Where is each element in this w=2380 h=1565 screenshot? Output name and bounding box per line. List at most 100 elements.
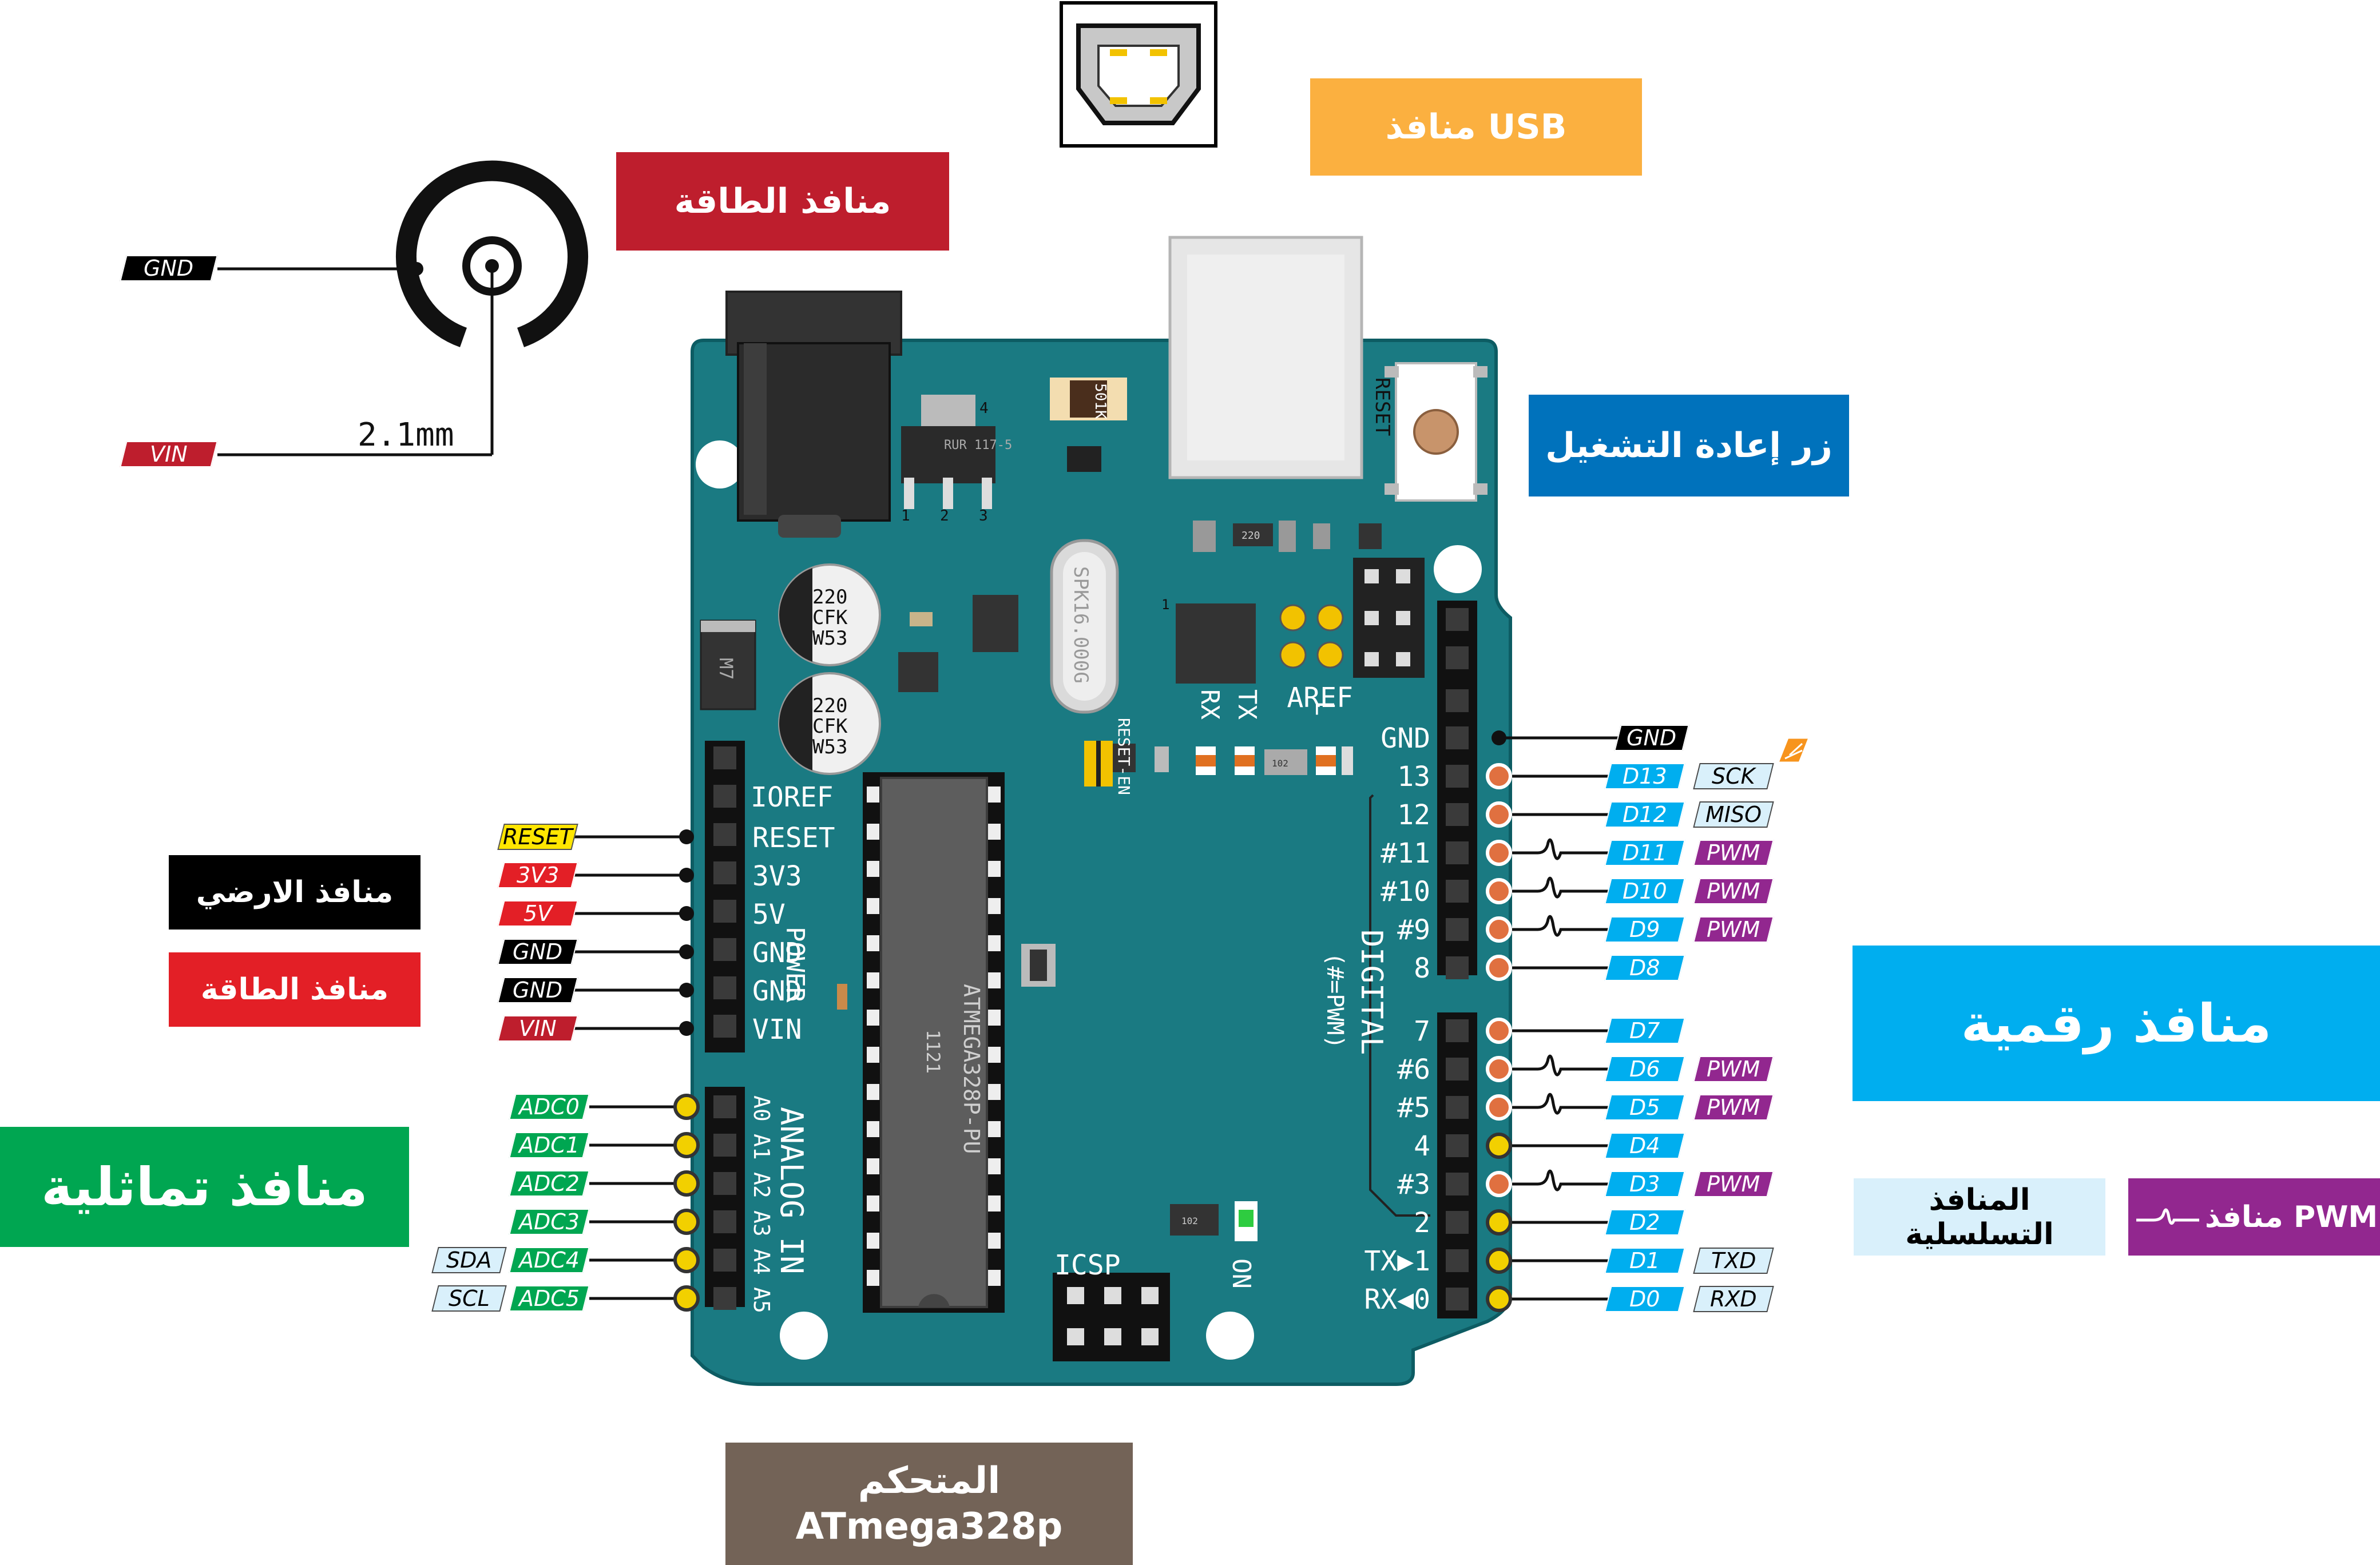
analog-pin-tag-adc5: ADC5	[509, 1285, 590, 1312]
power-top-title: منافذ الطاقة	[616, 152, 949, 251]
pwm-wave-icon	[2136, 1208, 2199, 1225]
digital-title: منافذ رقمية	[1853, 946, 2380, 1101]
digital-bottom-header-label: #3	[1397, 1169, 1430, 1201]
analog-header-label: A1	[749, 1134, 774, 1160]
controller-line2: ATmega328p	[795, 1506, 1063, 1548]
regulator-pin-number: 2	[940, 507, 949, 525]
digital-pin-tag-d6: D6	[1604, 1056, 1685, 1082]
atmega-chip-label: ATMEGA328P-PU	[959, 984, 984, 1154]
cap1-text: CFK	[812, 606, 848, 629]
serial-tag-miso: MISO	[1693, 801, 1774, 828]
digital-pin-tag-d8: D8	[1604, 955, 1685, 981]
resistor-102b: 102	[1181, 1216, 1198, 1226]
pwm-tag-d3: PWM	[1693, 1171, 1774, 1197]
aref-label: AREF	[1287, 682, 1353, 714]
pwm-legend: منافذ PWM	[2128, 1178, 2380, 1256]
resistor-220: 220	[1241, 530, 1260, 542]
tx-label: TX	[1232, 689, 1262, 720]
power-header-label: GND	[752, 975, 802, 1007]
digital-top-header-label: 8	[1414, 952, 1430, 984]
usb-b-icon	[1060, 1, 1217, 148]
digital-pin-tag-d5: D5	[1604, 1094, 1685, 1121]
ground-title: منافذ الارضي	[169, 855, 421, 930]
serial-legend: المنافذ التسلسلية	[1854, 1178, 2105, 1256]
analog-header-label: A3	[749, 1210, 774, 1237]
digital-pin-tag-d2: D2	[1604, 1209, 1685, 1236]
digital-bottom-header-label: RX◀0	[1364, 1284, 1430, 1316]
analog-pin-tag-adc4: ADC4	[509, 1247, 590, 1273]
jack-gnd-tag: GND	[120, 255, 218, 281]
digital-bottom-header-label: TX▶1	[1364, 1245, 1430, 1277]
digital-section-label: DIGITAL	[1354, 930, 1389, 1055]
digital-bottom-header-label: #5	[1397, 1092, 1430, 1124]
crystal-label: SPK16.000G	[1069, 566, 1092, 684]
analog-pin-tag-adc2: ADC2	[509, 1170, 590, 1197]
digital-gnd-tag: GND	[1614, 725, 1689, 751]
digital-top-header-label: #9	[1397, 914, 1430, 946]
barrel-jack-icon	[217, 160, 588, 456]
digital-pwm-note: (#=PWM)	[1322, 952, 1348, 1049]
serial-tag-txd: TXD	[1693, 1248, 1774, 1274]
power-header-label: 5V	[752, 899, 786, 931]
analog-pin-tag-adc0: ADC0	[509, 1094, 590, 1120]
digital-pin-tag-d0: D0	[1604, 1286, 1685, 1312]
pwm-tag-d10: PWM	[1693, 878, 1774, 904]
digital-pin-tag-d1: D1	[1604, 1248, 1685, 1274]
digital-pin-tag-d10: D10	[1604, 878, 1685, 904]
analog-section-label: ANALOG IN	[774, 1107, 810, 1274]
sck-clock-icon	[1776, 737, 1811, 764]
atmega-chip-code: 1121	[922, 1030, 944, 1074]
resistor-501k: 501K	[1092, 383, 1109, 419]
power-pin-tag-3v3: 3V3	[497, 862, 578, 888]
cap2-text: CFK	[812, 715, 848, 738]
pwm-tag-d5: PWM	[1693, 1094, 1774, 1121]
digital-pin-tag-d7: D7	[1604, 1018, 1685, 1044]
analog-extra-tag-scl: SCL	[431, 1285, 507, 1312]
analog-header-label: A4	[749, 1249, 774, 1275]
digital-top-header-label: 12	[1397, 799, 1430, 831]
jack-size-label: 2.1mm	[358, 416, 454, 454]
analog-pin-tag-adc3: ADC3	[509, 1209, 590, 1235]
digital-pin-tag-d3: D3	[1604, 1171, 1685, 1197]
digital-top-header-label: #11	[1381, 837, 1430, 869]
digital-pin-tag-d13: D13	[1604, 763, 1685, 789]
on-label: ON	[1227, 1258, 1256, 1289]
reset-vertical-label: RESET	[1371, 378, 1394, 436]
pwm-tag-d11: PWM	[1693, 840, 1774, 866]
arduino-board	[691, 236, 1512, 1386]
icsp-label: ICSP	[1054, 1249, 1121, 1281]
analog-extra-tag-sda: SDA	[431, 1247, 507, 1273]
digital-top-header-label: #10	[1381, 876, 1430, 908]
analog-header-label: A2	[749, 1172, 774, 1198]
digital-top-header-label: GND	[1381, 722, 1430, 754]
digital-pin-tag-d12: D12	[1604, 801, 1685, 828]
jack-vin-tag: VIN	[120, 441, 218, 467]
board-labels: IOREF AREF	[751, 682, 1353, 813]
controller-title: المتحكم ATmega328p	[725, 1443, 1133, 1565]
analog-header-label: A5	[749, 1287, 774, 1313]
cap2-text: W53	[812, 736, 847, 758]
reset-title: زر إعادة التشغيل	[1529, 395, 1849, 496]
serial-tag-sck: SCK	[1693, 763, 1774, 789]
digital-pin-tag-d9: D9	[1604, 916, 1685, 943]
power-pin-tag-vin: VIN	[497, 1015, 578, 1042]
cap2-text: 220	[812, 694, 847, 717]
analog-header-label: A0	[749, 1095, 774, 1122]
ioref-label: IOREF	[751, 781, 834, 813]
regulator-label: RUR 117-5	[944, 438, 1012, 452]
digital-pin-tag-d4: D4	[1604, 1133, 1685, 1159]
usb-title: منافذ USB	[1310, 78, 1642, 176]
regulator-pin-number: 1	[901, 507, 910, 525]
cap1-text: W53	[812, 627, 847, 650]
power-header-label: RESET	[752, 822, 835, 854]
pwm-tag-d6: PWM	[1693, 1056, 1774, 1082]
digital-top-header-label: 13	[1397, 761, 1430, 793]
pwm-tag-d9: PWM	[1693, 916, 1774, 943]
power-pin-tag-gnd: GND	[497, 939, 578, 965]
reset-en-label: RESET-EN	[1114, 718, 1133, 795]
cap1-text: 220	[812, 586, 847, 609]
rx-label: RX	[1195, 689, 1224, 720]
digital-bottom-header-label: 7	[1414, 1015, 1430, 1047]
analog-pin-tag-adc1: ADC1	[509, 1132, 590, 1158]
